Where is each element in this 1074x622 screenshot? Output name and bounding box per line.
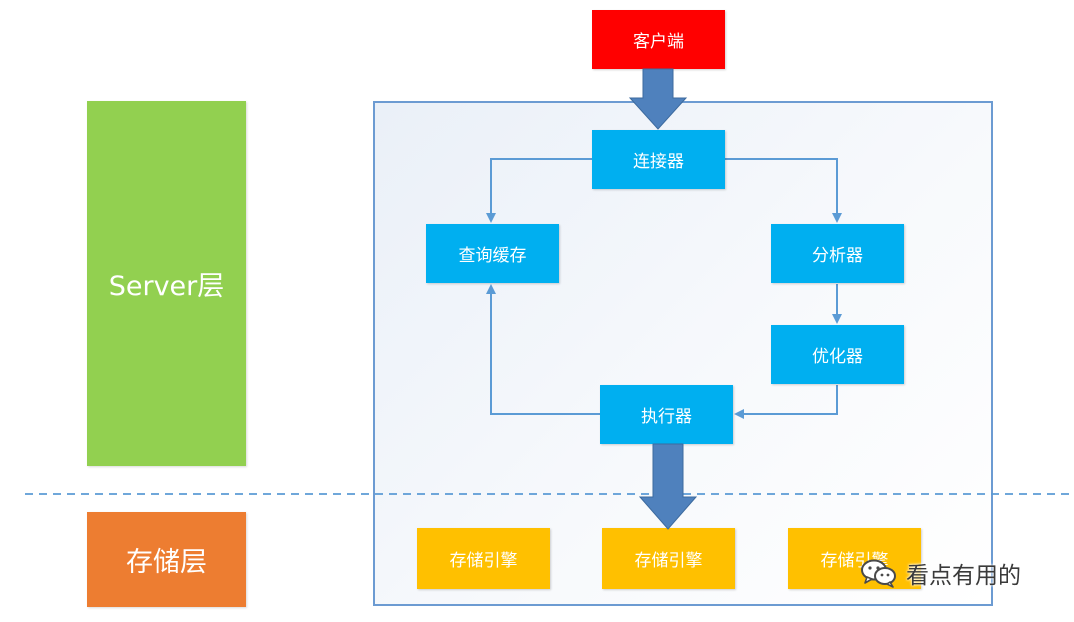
storage-layer-label: 存储层	[87, 512, 246, 607]
storage-engine-1: 存储引擎	[417, 528, 550, 589]
watermark: 看点有用的	[860, 556, 1021, 590]
storage-layer-text: 存储层	[126, 547, 207, 578]
server-layer-label: Server层	[87, 101, 246, 466]
arrow-optimizer-to-executor	[734, 385, 838, 419]
arrow-connector-to-analyzer	[724, 158, 842, 223]
client-node: 客户端	[592, 10, 725, 69]
arrow-executor-to-cache	[486, 284, 600, 415]
storage-engine-2: 存储引擎	[602, 528, 735, 589]
connector-node: 连接器	[592, 130, 725, 189]
storage-engine-label: 存储引擎	[449, 551, 518, 571]
analyzer-label: 分析器	[812, 246, 863, 266]
client-label: 客户端	[633, 32, 684, 52]
optimizer-label: 优化器	[812, 347, 863, 367]
optimizer-node: 优化器	[771, 325, 904, 384]
analyzer-node: 分析器	[771, 224, 904, 283]
connector-label: 连接器	[633, 152, 684, 172]
query-cache-node: 查询缓存	[426, 224, 559, 283]
block-arrow-executor-to-engine	[638, 443, 698, 530]
watermark-text: 看点有用的	[906, 563, 1021, 589]
storage-engine-label: 存储引擎	[634, 551, 703, 571]
query-cache-label: 查询缓存	[458, 246, 527, 266]
arrow-connector-to-cache	[486, 158, 592, 223]
block-arrow-client-to-connector	[628, 68, 688, 130]
server-layer-text: Server层	[108, 271, 225, 302]
executor-label: 执行器	[641, 407, 692, 427]
executor-node: 执行器	[600, 385, 733, 444]
wechat-icon	[861, 559, 896, 588]
